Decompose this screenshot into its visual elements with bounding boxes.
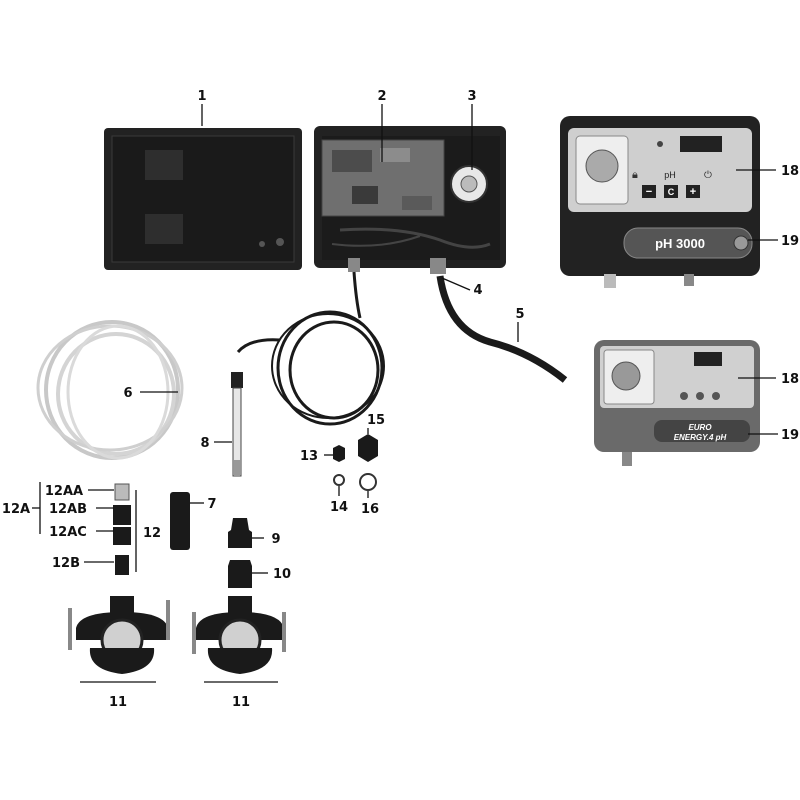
callout-10: 10 bbox=[273, 567, 291, 582]
large-o-ring bbox=[359, 473, 377, 491]
callout-11-left: 11 bbox=[109, 695, 127, 710]
tube-fitting bbox=[170, 492, 190, 550]
callout-11-right: 11 bbox=[232, 695, 250, 710]
reducer-fitting bbox=[228, 560, 252, 588]
callout-8: 8 bbox=[200, 436, 209, 451]
clear-tubing bbox=[36, 320, 184, 460]
callout-1: 1 bbox=[197, 89, 206, 104]
plus-key-label: + bbox=[690, 186, 696, 198]
minus-key bbox=[642, 185, 656, 198]
callout-19-top: 19 bbox=[781, 234, 799, 249]
ph3000-param: pH bbox=[664, 170, 676, 180]
callout-18-bottom: 18 bbox=[781, 372, 799, 387]
probe-cable-coil bbox=[236, 271, 385, 426]
c-key-label: C bbox=[668, 187, 675, 197]
callout-12b: 12B bbox=[52, 556, 80, 571]
adapter-fitting bbox=[228, 518, 252, 548]
callout-3: 3 bbox=[467, 89, 476, 104]
callout-2: 2 bbox=[377, 89, 386, 104]
plus-key bbox=[686, 185, 700, 198]
callout-12ab: 12AB bbox=[49, 502, 87, 517]
callout-5: 5 bbox=[515, 307, 524, 322]
controller-housing bbox=[314, 126, 506, 274]
small-nut bbox=[333, 445, 345, 462]
callout-19-bottom: 19 bbox=[781, 428, 799, 443]
power-cable bbox=[436, 275, 568, 383]
small-o-ring bbox=[333, 474, 345, 486]
saddle-clamp-left bbox=[68, 596, 170, 674]
callout-12ac: 12AC bbox=[49, 525, 87, 540]
ph3000-controller: − C + pH 🔒︎ ⏻ pH 3000 bbox=[560, 116, 760, 288]
callout-13: 13 bbox=[300, 449, 318, 464]
callout-15: 15 bbox=[367, 413, 385, 428]
ph3000-model: pH 3000 bbox=[655, 236, 705, 251]
callout-12aa: 12AA bbox=[45, 484, 83, 499]
euro-energy-controller: EURO ENERGY.4 pH bbox=[594, 340, 760, 466]
large-nut bbox=[358, 434, 378, 462]
minus-key-label: − bbox=[646, 186, 652, 198]
injection-valve-assembly bbox=[113, 483, 131, 575]
callout-18-top: 18 bbox=[781, 164, 799, 179]
power-icon: ⏻ bbox=[704, 170, 712, 181]
euro-line1: EURO bbox=[688, 423, 712, 432]
lock-icon: 🔒︎ bbox=[632, 168, 638, 181]
leader-lines bbox=[32, 104, 778, 683]
euro-line2: ENERGY.4 pH bbox=[674, 433, 727, 442]
callout-4: 4 bbox=[473, 283, 482, 298]
callout-12: 12 bbox=[143, 526, 161, 541]
callout-7: 7 bbox=[207, 497, 216, 512]
callout-6: 6 bbox=[123, 386, 132, 401]
callout-9: 9 bbox=[271, 532, 280, 547]
enclosure-cover bbox=[104, 128, 302, 270]
callout-12a: 12A bbox=[2, 502, 30, 517]
callout-14: 14 bbox=[330, 500, 348, 515]
callout-16: 16 bbox=[361, 502, 379, 517]
saddle-clamp-right bbox=[192, 596, 286, 674]
callout-numbers: 1 2 3 4 5 6 8 7 9 10 11 11 12 12A 12AA 1… bbox=[2, 89, 799, 710]
c-key bbox=[664, 185, 678, 198]
ph-probe bbox=[231, 372, 243, 477]
